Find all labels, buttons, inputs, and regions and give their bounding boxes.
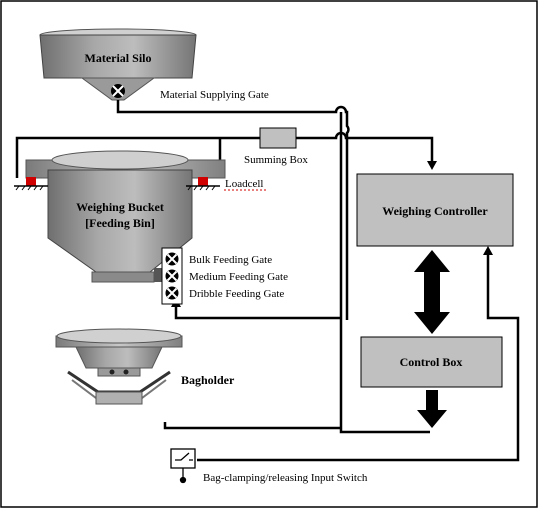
weighing-controller-label: Weighing Controller bbox=[382, 204, 488, 218]
supply-gate-label: Material Supplying Gate bbox=[160, 89, 269, 101]
gate-label-medium: Medium Feeding Gate bbox=[189, 271, 288, 283]
supply-gate-valve-icon bbox=[111, 84, 125, 98]
medium-gate-valve-icon bbox=[165, 269, 179, 283]
dribble-gate-valve-icon bbox=[165, 286, 179, 300]
bagholder bbox=[55, 328, 183, 405]
input-switch-icon bbox=[170, 448, 196, 484]
summing-box bbox=[259, 127, 297, 149]
gate-label-dribble: Dribble Feeding Gate bbox=[189, 288, 284, 300]
loadcell-left-icon bbox=[14, 177, 48, 191]
control-box bbox=[360, 336, 503, 388]
material-silo-label: Material Silo bbox=[85, 51, 152, 65]
bidirectional-arrow-icon bbox=[414, 250, 450, 334]
down-arrow-icon bbox=[417, 390, 447, 428]
arrow-to-controller-icon bbox=[427, 161, 437, 170]
loadcell-right-icon bbox=[186, 177, 220, 191]
bulk-gate-valve-icon bbox=[165, 252, 179, 266]
loadcell-label: Loadcell bbox=[225, 178, 263, 190]
bucket-label-line1: Weighing Bucket bbox=[76, 200, 164, 214]
arrow-to-controller-icon bbox=[483, 246, 493, 255]
gate-label-bulk: Bulk Feeding Gate bbox=[189, 254, 272, 266]
input-switch-label: Bag-clamping/releasing Input Switch bbox=[203, 472, 368, 484]
weighing-controller bbox=[356, 173, 514, 247]
wiring bbox=[15, 100, 520, 462]
bucket-label-line2: [Feeding Bin] bbox=[85, 216, 155, 230]
control-box-label: Control Box bbox=[400, 355, 463, 369]
summing-box-label: Summing Box bbox=[244, 154, 308, 166]
weighing-bucket: Weighing Bucket [Feeding Bin] bbox=[25, 150, 226, 283]
bagholder-label: Bagholder bbox=[181, 373, 235, 387]
